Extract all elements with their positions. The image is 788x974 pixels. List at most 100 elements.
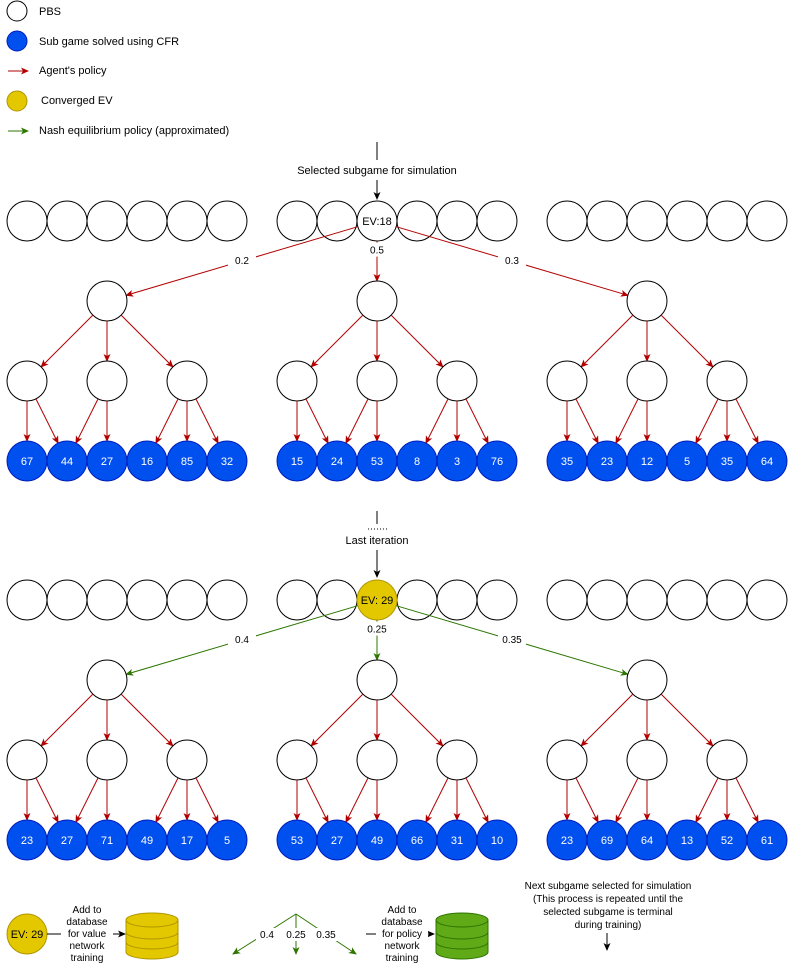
level2-node <box>626 739 668 781</box>
leaf-value: 3 <box>454 456 460 468</box>
pbs-node <box>126 200 168 242</box>
prob-label-bg <box>363 242 391 257</box>
level1-node <box>356 280 398 322</box>
leaf-value: 44 <box>61 456 73 468</box>
value-database-icon <box>125 912 179 960</box>
next-subgame-note: Next subgame selected for simulation (Th… <box>525 881 691 951</box>
db-top <box>435 912 489 928</box>
agent-branch <box>155 398 179 445</box>
pbs-node <box>86 579 128 621</box>
leaf-value: 13 <box>681 835 693 847</box>
leaf-value: 61 <box>761 835 773 847</box>
root-ev-label: EV: 29 <box>361 595 394 607</box>
level2-node <box>276 360 318 402</box>
agent-branch <box>155 777 179 824</box>
policy-db-line-1: Add to <box>388 905 417 916</box>
agent-branch <box>615 777 639 824</box>
mini-policy-tree: 0.4 0.25 0.35 <box>232 913 357 955</box>
mini-label-bg-1 <box>256 928 278 941</box>
pbs-node <box>626 579 668 621</box>
prob-label: 0.5 <box>370 246 384 257</box>
mini-label-bg-3 <box>313 928 339 941</box>
legend-cfr-label: Sub game solved using CFR <box>39 36 179 48</box>
pbs-node <box>546 579 588 621</box>
pbs-node <box>746 200 788 242</box>
leaf-value: 53 <box>291 835 303 847</box>
leaf-value: 23 <box>21 835 33 847</box>
next-note-line-3: selected subgame is terminal <box>543 907 673 918</box>
prob-label: 0.4 <box>235 635 249 646</box>
agent-branch <box>465 777 489 824</box>
footer-ev-label: EV: 29 <box>11 929 44 941</box>
top-label: Selected subgame for simulation <box>297 165 457 177</box>
value-label-bg <box>61 902 113 968</box>
level1-node <box>86 659 128 701</box>
pbs-node <box>626 200 668 242</box>
agent-branch <box>75 777 99 824</box>
level1-node <box>626 280 668 322</box>
leaf-value: 69 <box>601 835 613 847</box>
leaf-value: 23 <box>561 835 573 847</box>
agent-branch <box>120 314 174 368</box>
leaf-value: 15 <box>291 456 303 468</box>
leaf-value: 23 <box>601 456 613 468</box>
value-db-line-3: for value <box>68 929 107 940</box>
prob-label: 0.25 <box>367 625 387 636</box>
cfr-leaf-node <box>746 440 788 482</box>
legend-ev-symbol <box>6 90 28 112</box>
legend-pbs-symbol <box>6 0 28 22</box>
pbs-node <box>666 579 708 621</box>
cfr-leaf-node <box>476 440 518 482</box>
agent-branch <box>310 693 364 747</box>
leaf-value: 35 <box>561 456 573 468</box>
leaf-value: 27 <box>101 456 113 468</box>
agent-branch <box>345 398 369 445</box>
agent-branch <box>305 398 329 445</box>
policy-db-line-4: network <box>384 941 420 952</box>
mini-label-bg-2 <box>283 928 309 941</box>
agent-branch <box>660 693 714 747</box>
pbs-node <box>586 200 628 242</box>
pbs-node <box>6 579 48 621</box>
pbs-node <box>316 200 358 242</box>
agent-branch <box>580 314 634 368</box>
level2-node <box>546 360 588 402</box>
agent-branch <box>695 398 719 445</box>
leaf-value: 24 <box>331 456 343 468</box>
leaf-value: 32 <box>221 456 233 468</box>
pbs-node <box>206 579 248 621</box>
level2-node <box>436 360 478 402</box>
prob-label-bg <box>228 253 256 267</box>
pbs-node <box>436 200 478 242</box>
prob-label-bg <box>228 632 256 646</box>
agent-branch <box>695 777 719 824</box>
level2-node <box>436 739 478 781</box>
next-note-line-4: during training) <box>575 920 642 931</box>
leaf-value: 5 <box>224 835 230 847</box>
level2-node <box>706 360 748 402</box>
pbs-node <box>706 200 748 242</box>
leaf-value: 8 <box>414 456 420 468</box>
pbs-node <box>126 579 168 621</box>
leaf-value: 16 <box>141 456 153 468</box>
pbs-node <box>396 579 438 621</box>
pbs-node <box>746 579 788 621</box>
pbs-node <box>396 200 438 242</box>
agent-branch <box>345 777 369 824</box>
leaf-value: 76 <box>491 456 503 468</box>
leaf-value: 35 <box>721 456 733 468</box>
prob-label-bg <box>498 253 526 267</box>
cfr-leaf-node <box>206 440 248 482</box>
prob-label: 0.2 <box>235 256 249 267</box>
leaf-value: 49 <box>371 835 383 847</box>
legend-ev-label: Converged EV <box>41 95 113 107</box>
agent-branch <box>40 314 94 368</box>
footer-policy-section: 0.4 0.25 0.35 Add to database for policy… <box>232 902 489 968</box>
leaf-value: 49 <box>141 835 153 847</box>
leaf-value: 12 <box>641 456 653 468</box>
legend: PBS Sub game solved using CFR Agent's po… <box>6 0 229 137</box>
agent-branch <box>580 693 634 747</box>
pbs-node <box>276 200 318 242</box>
